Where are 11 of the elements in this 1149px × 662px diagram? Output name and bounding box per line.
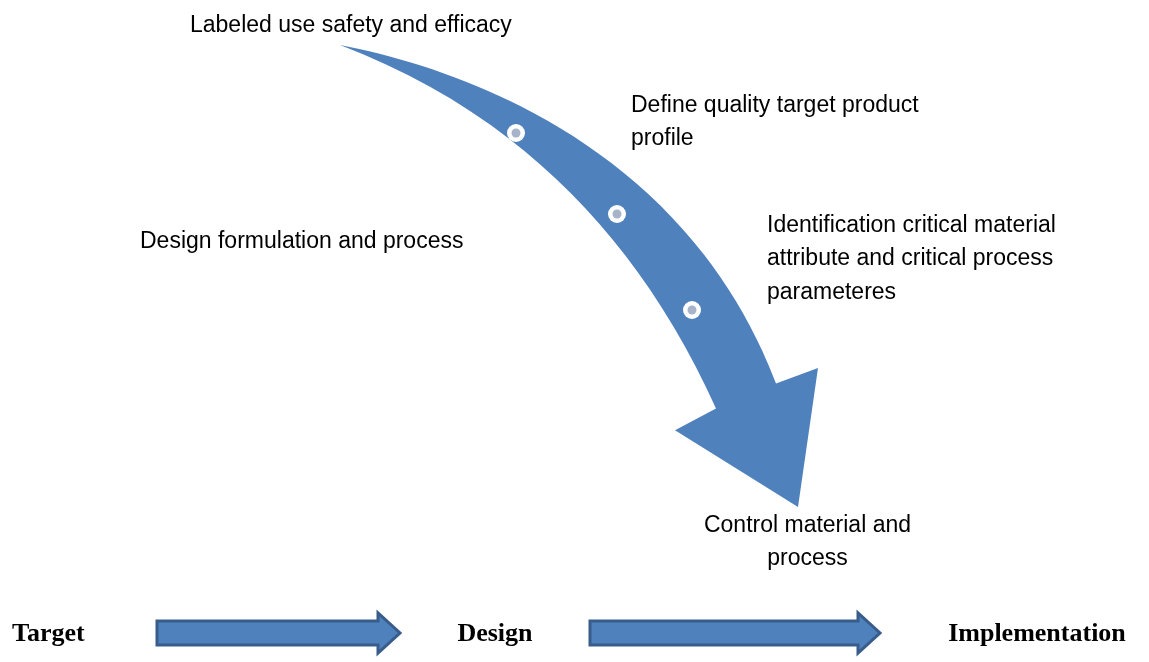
step-label: Define quality target product profile <box>631 88 971 155</box>
curved-arrow <box>340 45 818 507</box>
stage-label: Target <box>12 614 112 652</box>
step-label: Identification critical material attribute and critical process parameteres <box>767 208 1137 309</box>
step-label: Design formulation and process <box>140 224 560 258</box>
block-arrow <box>155 609 403 657</box>
stage-label: Design <box>445 614 545 652</box>
step-label: Control material and process <box>665 508 950 575</box>
step-label: Labeled use safety and efficacy <box>190 8 620 42</box>
block-arrow <box>588 609 883 657</box>
stage-label: Implementation <box>925 614 1149 652</box>
